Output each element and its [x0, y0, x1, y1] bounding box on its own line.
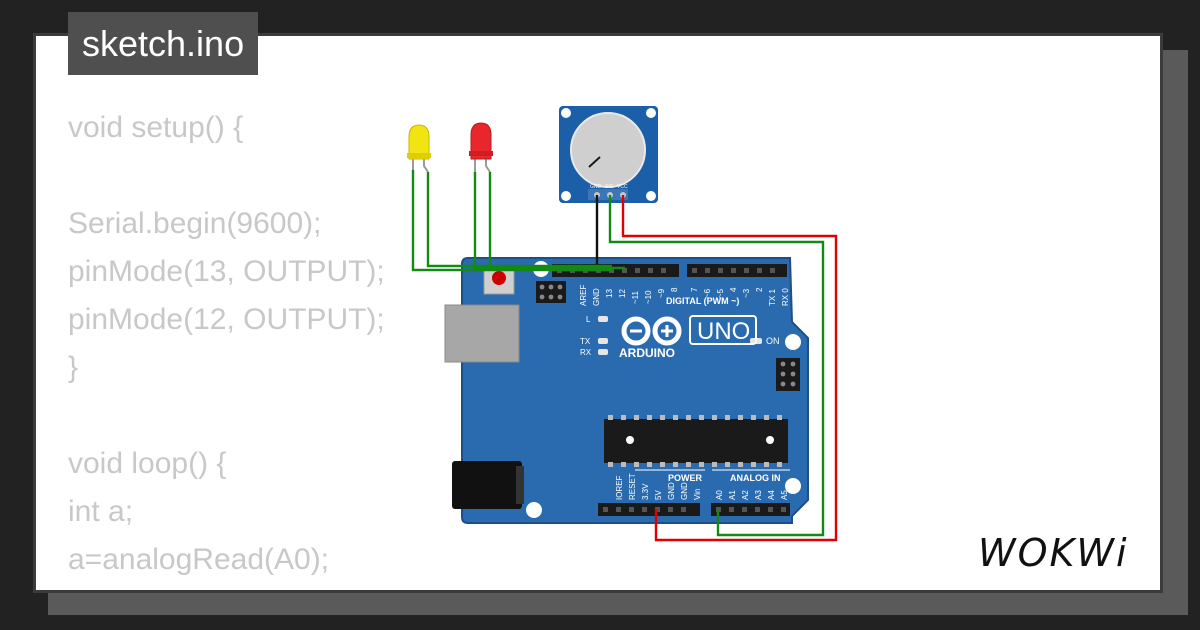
- led-l-indicator: [598, 316, 608, 322]
- pin-label: GND: [680, 482, 689, 500]
- pin-label: 3.3V: [641, 483, 650, 500]
- power-pin-labels: IOREF RESET 3.3V 5V GND GND Vin: [615, 473, 702, 500]
- code-line: void setup() {: [68, 111, 244, 144]
- code-line: void loop() {: [68, 447, 227, 480]
- board-model: UNO: [697, 318, 750, 345]
- analog-header-label: ANALOG IN: [730, 473, 781, 483]
- pin-label: IOREF: [615, 475, 624, 500]
- pin-label: A2: [741, 490, 750, 500]
- code-line: a=analogRead(A0);: [68, 543, 330, 576]
- pin-label: GND: [592, 288, 601, 306]
- analog-header[interactable]: [711, 503, 790, 516]
- pin-label: 5V: [654, 490, 663, 500]
- potentiometer-module[interactable]: GND SIG VCC: [559, 106, 658, 203]
- pin-label: ~9: [657, 288, 666, 298]
- wire-red-vcc: [621, 195, 838, 542]
- pin-label: ~10: [644, 290, 653, 304]
- knob-icon[interactable]: [570, 112, 646, 188]
- digital-header-label: DIGITAL (PWM ~): [666, 296, 739, 306]
- wire-green-signal: [608, 195, 825, 537]
- pin-label: ~6: [703, 288, 712, 298]
- pin-label: A4: [767, 490, 776, 500]
- pin-label: 2: [755, 287, 764, 292]
- reset-button-cap[interactable]: [492, 271, 506, 285]
- led-yellow[interactable]: [407, 124, 431, 173]
- arduino-uno-board[interactable]: AREF GND 13 12 ~11 ~10 ~9 8 7 ~6 ~5 4 ~3…: [444, 257, 809, 524]
- mounting-hole: [526, 502, 542, 518]
- led-tx-indicator: [598, 338, 608, 344]
- usb-connector: [444, 304, 520, 363]
- power-header-label: POWER: [668, 473, 703, 483]
- pin-label: 8: [670, 287, 679, 292]
- arduino-logo-icon: [621, 316, 682, 346]
- power-jack: [452, 461, 522, 509]
- file-name-tab[interactable]: sketch.ino: [68, 12, 259, 75]
- code-line: pinMode(13, OUTPUT);: [68, 255, 385, 288]
- digital-pin-labels: AREF GND 13 12 ~11 ~10 ~9 8 7 ~6 ~5 4 ~3…: [579, 285, 790, 306]
- pin-label: Vin: [693, 489, 702, 500]
- wire-green-led-yellow: [411, 170, 612, 272]
- uno-badge: [689, 315, 757, 345]
- pin-label: A3: [754, 490, 763, 500]
- led-rx-label: RX: [580, 348, 592, 357]
- analog-pin-labels: A0 A1 A2 A3 A4 A5: [715, 490, 789, 500]
- pin-label: TX 1: [768, 289, 777, 306]
- pin-label: A1: [728, 490, 737, 500]
- pin-label: GND: [667, 482, 676, 500]
- icsp-header-right: [776, 358, 800, 391]
- pin-label: AREF: [579, 285, 588, 306]
- pin-label: RESET: [628, 473, 637, 500]
- mounting-hole: [785, 478, 801, 494]
- pin-label: A5: [780, 490, 789, 500]
- code-line: }: [68, 351, 79, 384]
- led-tx-label: TX: [580, 337, 591, 346]
- led-rx-indicator: [598, 349, 608, 355]
- pin-label: 4: [729, 287, 738, 292]
- pin-label: RX 0: [781, 288, 790, 306]
- code-line: pinMode(12, OUTPUT);: [68, 303, 385, 336]
- board-brand: ARDUINO: [619, 346, 675, 360]
- pin-label: ~5: [716, 288, 725, 298]
- wokwi-logo-text: WOKWi: [978, 531, 1129, 575]
- pin-label: A0: [715, 490, 724, 500]
- pin-label: 12: [618, 289, 627, 298]
- wire-green-led-yellow-2: [426, 172, 612, 268]
- led-l-label: L: [586, 315, 591, 324]
- atmega-chip: [604, 415, 788, 467]
- pin-label: ~11: [631, 290, 640, 304]
- pot-pin-label: GND: [590, 184, 602, 190]
- wokwi-logo: WOKWi: [978, 531, 1129, 575]
- led-on-label: ON: [766, 336, 780, 346]
- logo-symbols-icon: [630, 325, 673, 337]
- code-line: int a;: [68, 495, 134, 528]
- code-preview: void setup() { Serial.begin(9600); pinMode…: [68, 104, 448, 590]
- led-red[interactable]: [469, 122, 493, 173]
- pot-pin-label: SIG: [605, 184, 614, 190]
- pin-label: 13: [605, 289, 614, 298]
- icsp-header: [536, 281, 566, 303]
- pot-pin-label: VCC: [617, 184, 628, 190]
- pin-label: 7: [690, 287, 699, 292]
- power-header[interactable]: [598, 503, 700, 516]
- mounting-hole: [785, 334, 801, 350]
- wire-green-led-red: [473, 172, 625, 270]
- pin-label: ~3: [742, 288, 751, 298]
- code-line: Serial.begin(9600);: [68, 207, 322, 240]
- wires: [411, 170, 838, 542]
